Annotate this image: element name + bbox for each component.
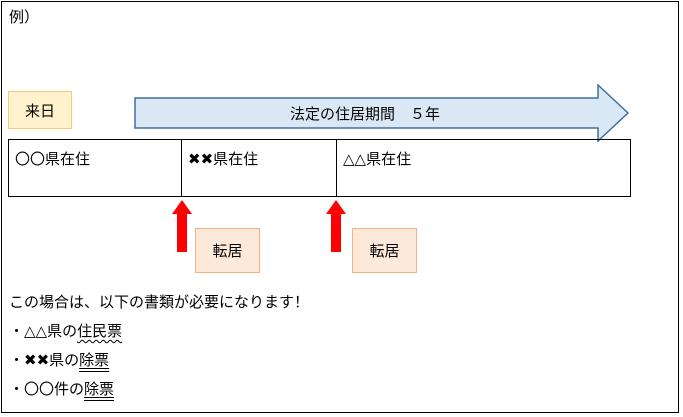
- arrival-tag: 来日: [8, 91, 72, 129]
- document-name: 除票: [79, 351, 110, 369]
- timeline-cell-first: 〇〇県在住: [9, 140, 182, 196]
- document-name: 除票: [84, 380, 115, 398]
- period-arrow-shape: [134, 84, 630, 142]
- document-name: 住民票: [77, 322, 123, 340]
- list-item-prefix: ・△△県の: [9, 322, 78, 340]
- list-item: ・✖✖県の除票: [9, 346, 309, 375]
- period-label: 法定の住居期間 ５年: [289, 104, 440, 123]
- notes-intro: この場合は、以下の書類が必要になります！: [9, 293, 310, 311]
- timeline-cell-second: ✖✖県在住: [182, 140, 337, 196]
- move-arrow-up-icon: [172, 200, 192, 252]
- timeline-cell-third: △△県在住: [343, 150, 412, 168]
- list-item-prefix: ・✖✖県の: [9, 351, 80, 369]
- list-item: ・〇〇件の除票: [9, 375, 309, 404]
- list-item: ・△△県の住民票: [9, 317, 309, 346]
- example-label: 例）: [9, 8, 40, 26]
- list-item-prefix: ・〇〇件の: [9, 380, 85, 398]
- move-arrow-up-icon: [326, 200, 346, 252]
- move-tag-second: 転居: [352, 228, 417, 273]
- required-documents-notes: この場合は、以下の書類が必要になります！ ・△△県の住民票 ・✖✖県の除票 ・〇…: [9, 288, 309, 404]
- residence-timeline: 〇〇県在住 ✖✖県在住 △△県在住: [8, 139, 631, 197]
- move-tag-first: 転居: [195, 228, 260, 273]
